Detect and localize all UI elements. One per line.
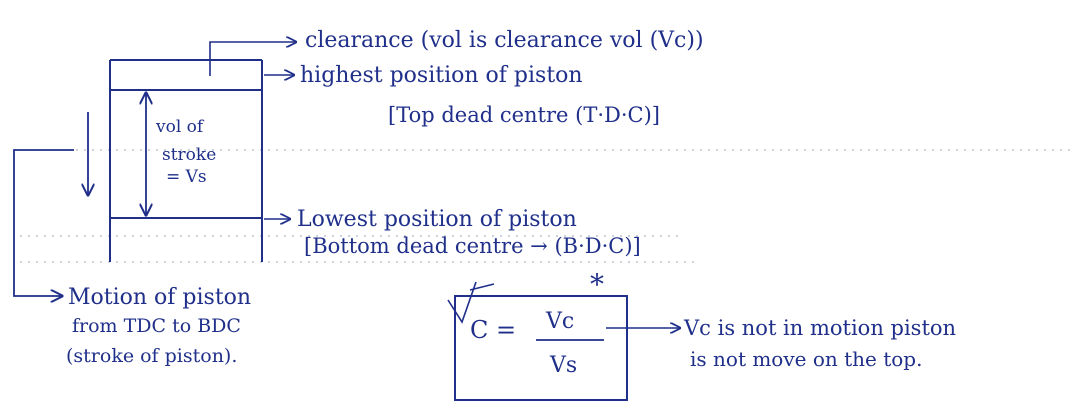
clearance-label: clearance (vol is clearance vol (Vc)) [305, 28, 704, 53]
formula-box [454, 295, 628, 401]
formula-note-line1: Vc is not in motion piston [683, 316, 956, 340]
tdc-label-line2: [Top dead centre (T·D·C)] [388, 103, 660, 127]
clearance-ratio-formula: C = Vc Vs [447, 281, 628, 401]
stroke-volume-label-3: = Vs [166, 167, 207, 187]
formula-note-line2: is not move on the top. [690, 347, 922, 371]
tdc-label-line1: highest position of piston [300, 63, 583, 88]
motion-label-line2: from TDC to BDC [72, 315, 241, 337]
clearance-leader-arrow [209, 42, 296, 76]
pencil-guide-lines [20, 149, 1075, 263]
stroke-volume-label-2: stroke [162, 145, 216, 165]
motion-label-line1: Motion of piston [68, 285, 251, 310]
motion-label-line3: (stroke of piston). [66, 345, 237, 367]
cylinder [109, 59, 263, 262]
formula-numerator: Vc [545, 309, 574, 334]
star-mark: * [590, 268, 604, 301]
stroke-volume-label-1: vol of [155, 117, 205, 137]
formula-denominator: Vs [549, 353, 577, 378]
formula-lhs: C = [470, 316, 516, 344]
bdc-label-line2: [Bottom dead centre → (B·D·C)] [304, 234, 641, 258]
tick-mark [447, 281, 495, 324]
motion-bracket [13, 149, 74, 296]
bdc-label-line1: Lowest position of piston [297, 207, 577, 232]
